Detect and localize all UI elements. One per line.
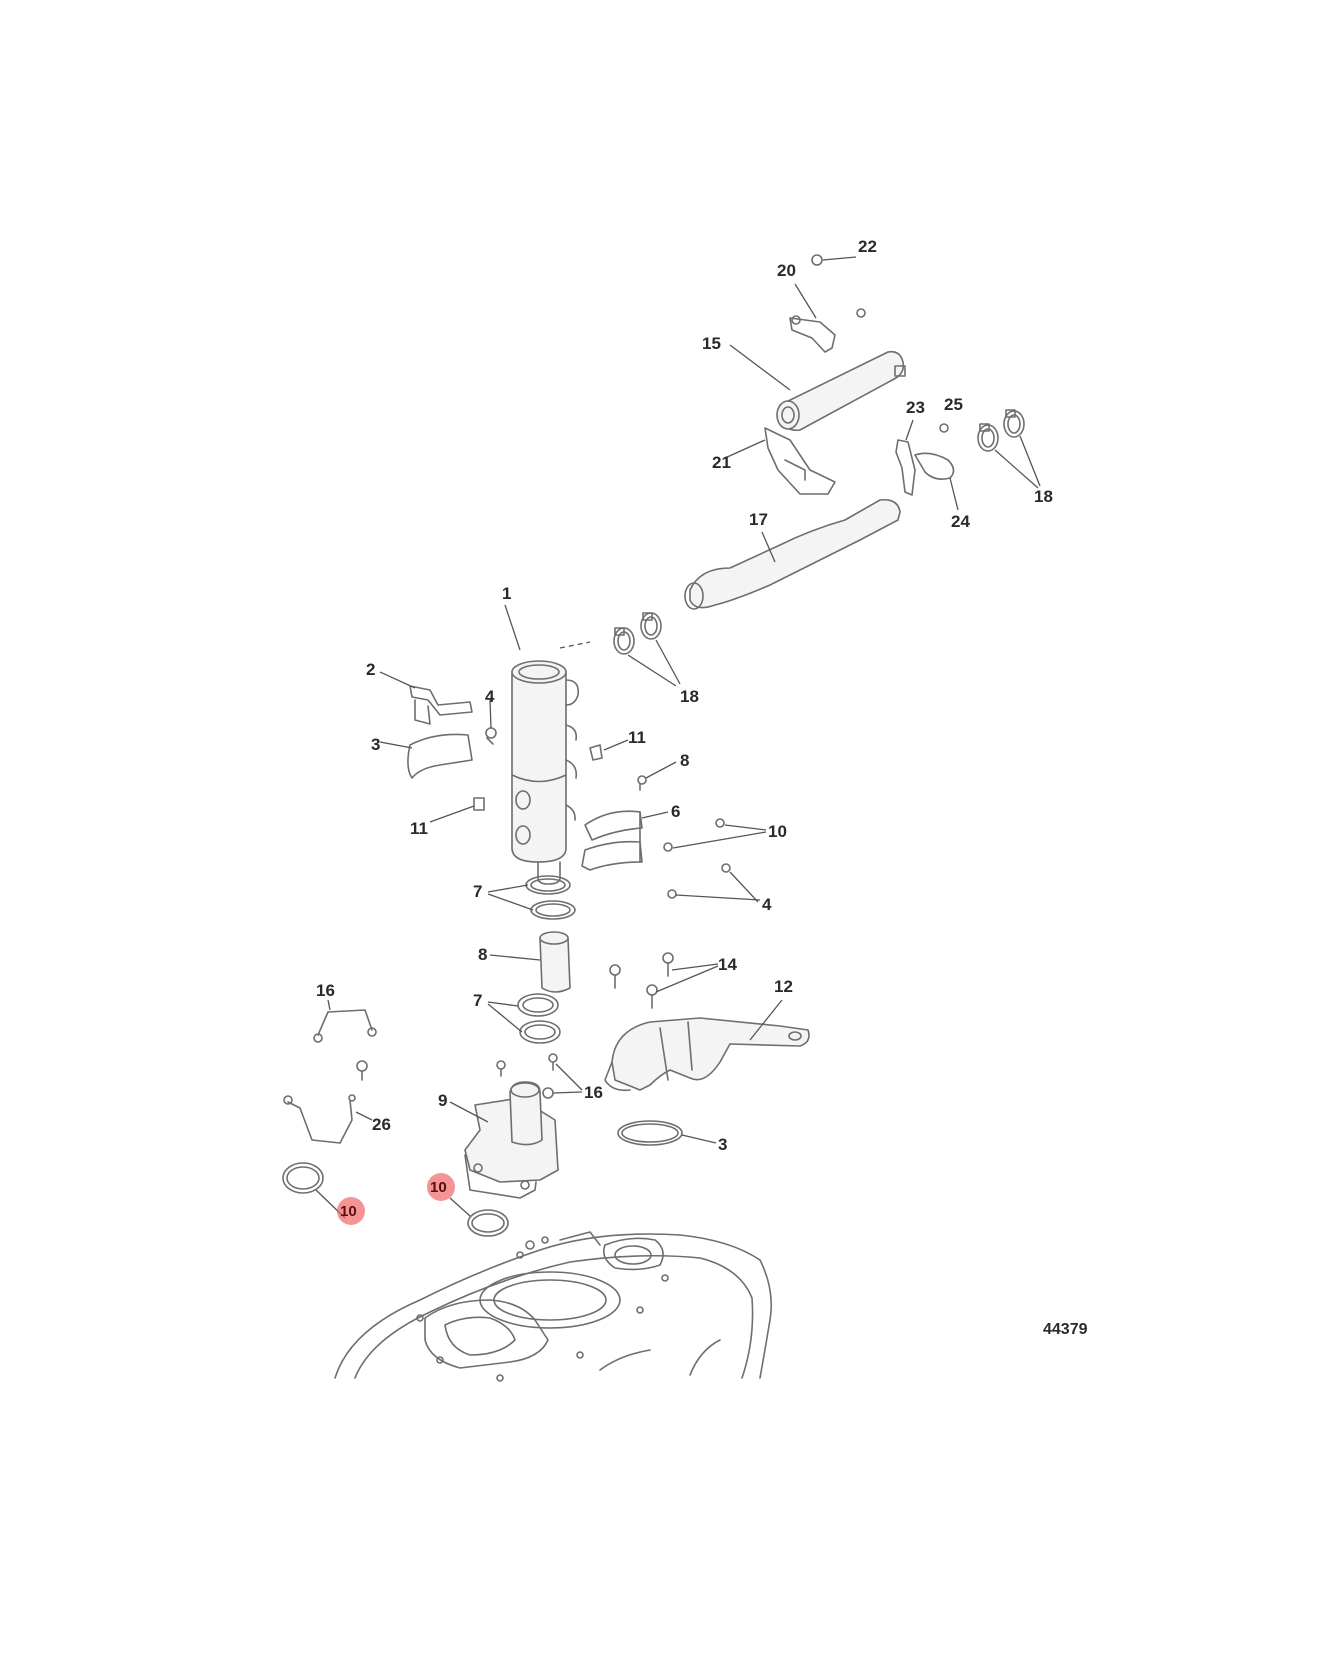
callout-20: 20 — [777, 261, 796, 280]
callout-16-left: 16 — [316, 981, 335, 1000]
callout-26: 26 — [372, 1115, 391, 1134]
callout-1: 1 — [502, 584, 511, 603]
callout-12: 12 — [774, 977, 793, 996]
callout-8-a: 8 — [680, 751, 689, 770]
callout-8-b: 8 — [478, 945, 487, 964]
part-23-bracket — [895, 419, 916, 496]
part-14-screws — [609, 952, 719, 1009]
part-20-bracket — [789, 283, 866, 353]
part-22-nut — [811, 254, 857, 266]
callout-18-lower: 18 — [680, 687, 699, 706]
highlight-marker-10-center — [427, 1173, 455, 1201]
part-1-exhaust-elbow — [504, 604, 580, 885]
callout-25: 25 — [944, 395, 963, 414]
part-10-gasket-left — [282, 1162, 346, 1219]
callout-6: 6 — [671, 802, 680, 821]
part-18-clamps-lower — [559, 612, 681, 687]
part-4-screw-a — [485, 699, 497, 745]
callout-7-a: 7 — [473, 882, 482, 901]
part-4-screws-right — [667, 863, 761, 903]
part-24-clamp — [914, 452, 959, 511]
part-16-fittings-right — [496, 1053, 583, 1099]
part-10-screws-right — [663, 818, 767, 852]
figure-reference-number: 44379 — [1043, 1321, 1088, 1338]
part-26-water-line — [283, 1094, 373, 1144]
callout-4-a: 4 — [485, 687, 495, 706]
callout-10-highlighted-left: 10 — [340, 1203, 357, 1220]
callout-10-highlighted-center: 10 — [430, 1179, 447, 1196]
callout-16-right: 16 — [584, 1083, 603, 1102]
part-16-fitting-small — [356, 1060, 368, 1081]
callout-4-b: 4 — [762, 895, 772, 914]
callout-24: 24 — [951, 512, 970, 531]
callout-9: 9 — [438, 1091, 447, 1110]
part-2-bracket — [379, 671, 473, 725]
callout-3-a: 3 — [371, 735, 380, 754]
part-9-housing — [449, 1081, 559, 1199]
callout-11-right: 11 — [628, 728, 646, 747]
part-16-fittings-left — [313, 999, 377, 1043]
engine-block-base — [334, 1231, 773, 1382]
highlight-marker-10-left — [337, 1197, 365, 1225]
part-8-hose — [489, 931, 571, 993]
callout-7-b: 7 — [473, 991, 482, 1010]
part-11-fitting-right — [589, 739, 629, 761]
callout-10-right: 10 — [768, 822, 787, 841]
part-25-nut — [939, 423, 949, 433]
callout-22: 22 — [858, 237, 877, 256]
part-3-bracket — [379, 733, 473, 779]
part-13-gasket — [617, 1120, 717, 1146]
callout-2: 2 — [366, 660, 375, 679]
part-6-bracket — [581, 810, 669, 871]
part-12-elbow — [604, 999, 810, 1092]
callout-11-left: 11 — [410, 819, 428, 838]
callout-23: 23 — [906, 398, 925, 417]
part-18-clamps-upper — [977, 409, 1041, 489]
part-15-silencer — [729, 344, 906, 432]
callout-14: 14 — [718, 955, 737, 974]
part-21-bracket — [724, 427, 836, 495]
callout-15: 15 — [702, 334, 721, 353]
callout-3-b: 3 — [718, 1135, 727, 1154]
callout-21: 21 — [712, 453, 731, 472]
part-7-clamps-upper — [487, 875, 576, 920]
part-10-gasket-center — [449, 1197, 509, 1237]
callout-18-upper: 18 — [1034, 487, 1053, 506]
part-11-fitting-left — [429, 797, 485, 823]
callout-17: 17 — [749, 510, 768, 529]
part-17-hose — [684, 498, 901, 610]
part-8-screw — [637, 761, 677, 791]
part-7-clamps-lower — [487, 993, 561, 1044]
